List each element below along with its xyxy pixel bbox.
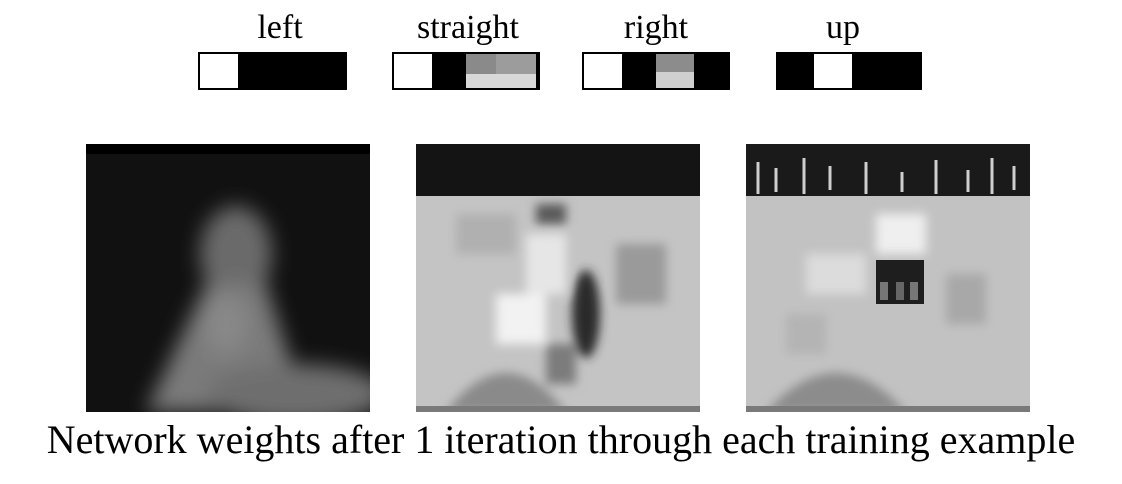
label-right: right: [623, 9, 689, 46]
label-up: up: [826, 9, 860, 46]
weights-image-hidden-unit-3: [746, 144, 1030, 412]
weights-image-hidden-unit-1: [86, 144, 370, 412]
weights-bar-straight: [392, 52, 540, 90]
label-straight: straight: [417, 9, 519, 46]
label-left: left: [257, 9, 303, 46]
figure-caption: Network weights after 1 iteration throug…: [46, 417, 1076, 462]
weights-bar-right: [582, 52, 730, 90]
weights-bar-up: [776, 52, 922, 90]
weights-bar-left: [198, 52, 347, 90]
weights-image-hidden-unit-2: [416, 144, 700, 412]
